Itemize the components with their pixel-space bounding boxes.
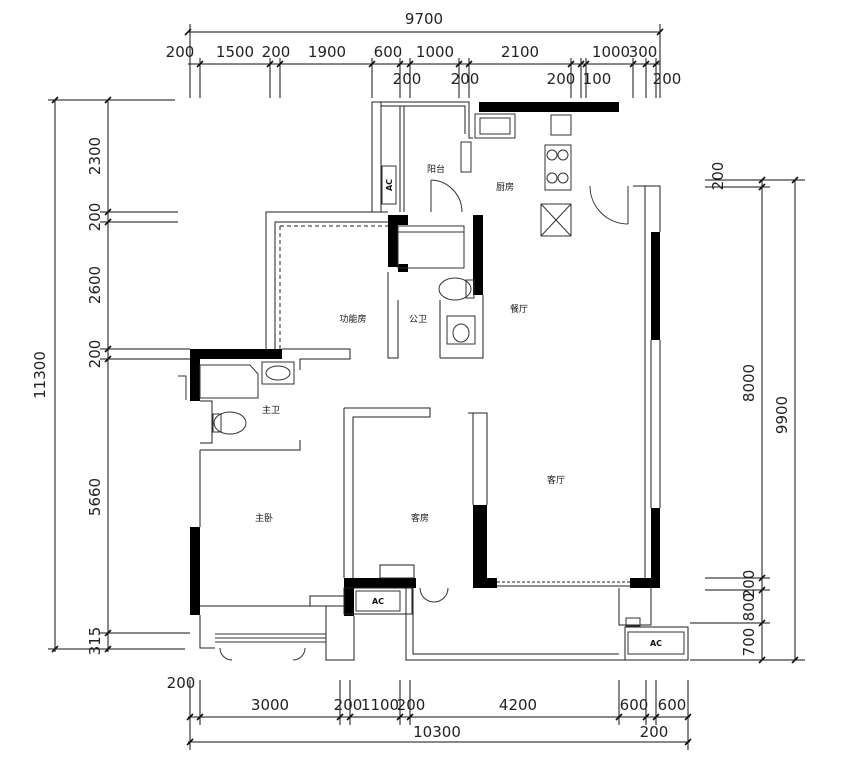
dim-bottom-6: 4200: [499, 696, 537, 714]
room-master-bath: 主卫: [262, 404, 280, 416]
dim-right-1: 200: [709, 162, 727, 191]
dim-top-sub-5: 200: [653, 70, 682, 88]
left-dimensions: 11300 2300 200 2600 200 5660 315: [31, 96, 190, 656]
dim-right-3: 800: [740, 593, 758, 622]
dim-left-3: 2600: [86, 266, 104, 304]
dim-top-4: 1900: [308, 43, 346, 61]
dim-bottom-7: 600: [620, 696, 649, 714]
dim-top-3: 200: [262, 43, 291, 61]
room-labels: 阳台 厨房 功能房 公卫 餐厅 主卫 客厅 主卧 客房: [255, 163, 565, 524]
top-dimensions: 9700 200 1500 200 1900 600 1000 2100: [166, 10, 682, 98]
ac-units: AC AC AC: [355, 165, 685, 655]
room-multifunction: 功能房: [339, 313, 366, 325]
room-balcony: 阳台: [427, 163, 445, 175]
dim-top-8: 1000: [592, 43, 630, 61]
dim-top-2: 1500: [216, 43, 254, 61]
walls: [190, 102, 660, 616]
room-dining: 餐厅: [510, 303, 528, 315]
dim-right-4: 700: [740, 628, 758, 657]
ac-label-balcony: AC: [385, 179, 394, 191]
bottom-dimensions: 200 3000 200 1100 200 4200 600 600 10300…: [167, 674, 692, 750]
doors: [178, 179, 629, 661]
dim-bottom-8: 600: [658, 696, 687, 714]
room-guest-bedroom: 客房: [411, 512, 429, 524]
thin-walls: [199, 101, 689, 661]
dim-bottom-5: 200: [397, 696, 426, 714]
dim-top-sub-1: 200: [393, 70, 422, 88]
room-public-bath: 公卫: [409, 314, 427, 325]
dim-top-7: 2100: [501, 43, 539, 61]
dim-bottom-3: 200: [334, 696, 363, 714]
ac-label-guest: AC: [372, 597, 384, 606]
dim-bottom-1: 200: [167, 674, 196, 692]
dim-left-5: 5660: [86, 478, 104, 516]
dim-top-total: 9700: [405, 10, 443, 28]
dim-top-sub-4: 100: [583, 70, 612, 88]
dim-top-1: 200: [166, 43, 195, 61]
dim-top-5: 600: [374, 43, 403, 61]
dim-left-total: 11300: [31, 351, 49, 399]
dim-top-9: 300: [629, 43, 658, 61]
dim-top-6: 1000: [416, 43, 454, 61]
dim-right-outer-total: 9900: [773, 396, 791, 434]
dim-left-6: 315: [86, 627, 104, 656]
room-living: 客厅: [547, 474, 565, 486]
dim-left-1: 2300: [86, 137, 104, 175]
fixtures: [199, 113, 641, 627]
dim-top-sub-3: 200: [547, 70, 576, 88]
dim-bottom-4: 1100: [361, 696, 399, 714]
room-master-bedroom: 主卧: [255, 512, 273, 524]
right-dimensions: 200 8000 9900 200 800 700: [690, 162, 805, 664]
dim-bottom-extra: 200: [640, 723, 669, 741]
room-kitchen: 厨房: [496, 181, 514, 193]
ac-label-living: AC: [650, 639, 662, 648]
dim-top-sub-2: 200: [451, 70, 480, 88]
dim-left-4: 200: [86, 340, 104, 369]
dim-bottom-2: 3000: [251, 696, 289, 714]
dim-bottom-total: 10300: [413, 723, 461, 741]
dim-left-2: 200: [86, 203, 104, 232]
dim-right-2: 200: [740, 570, 758, 599]
dim-right-inner-total: 8000: [740, 364, 758, 402]
